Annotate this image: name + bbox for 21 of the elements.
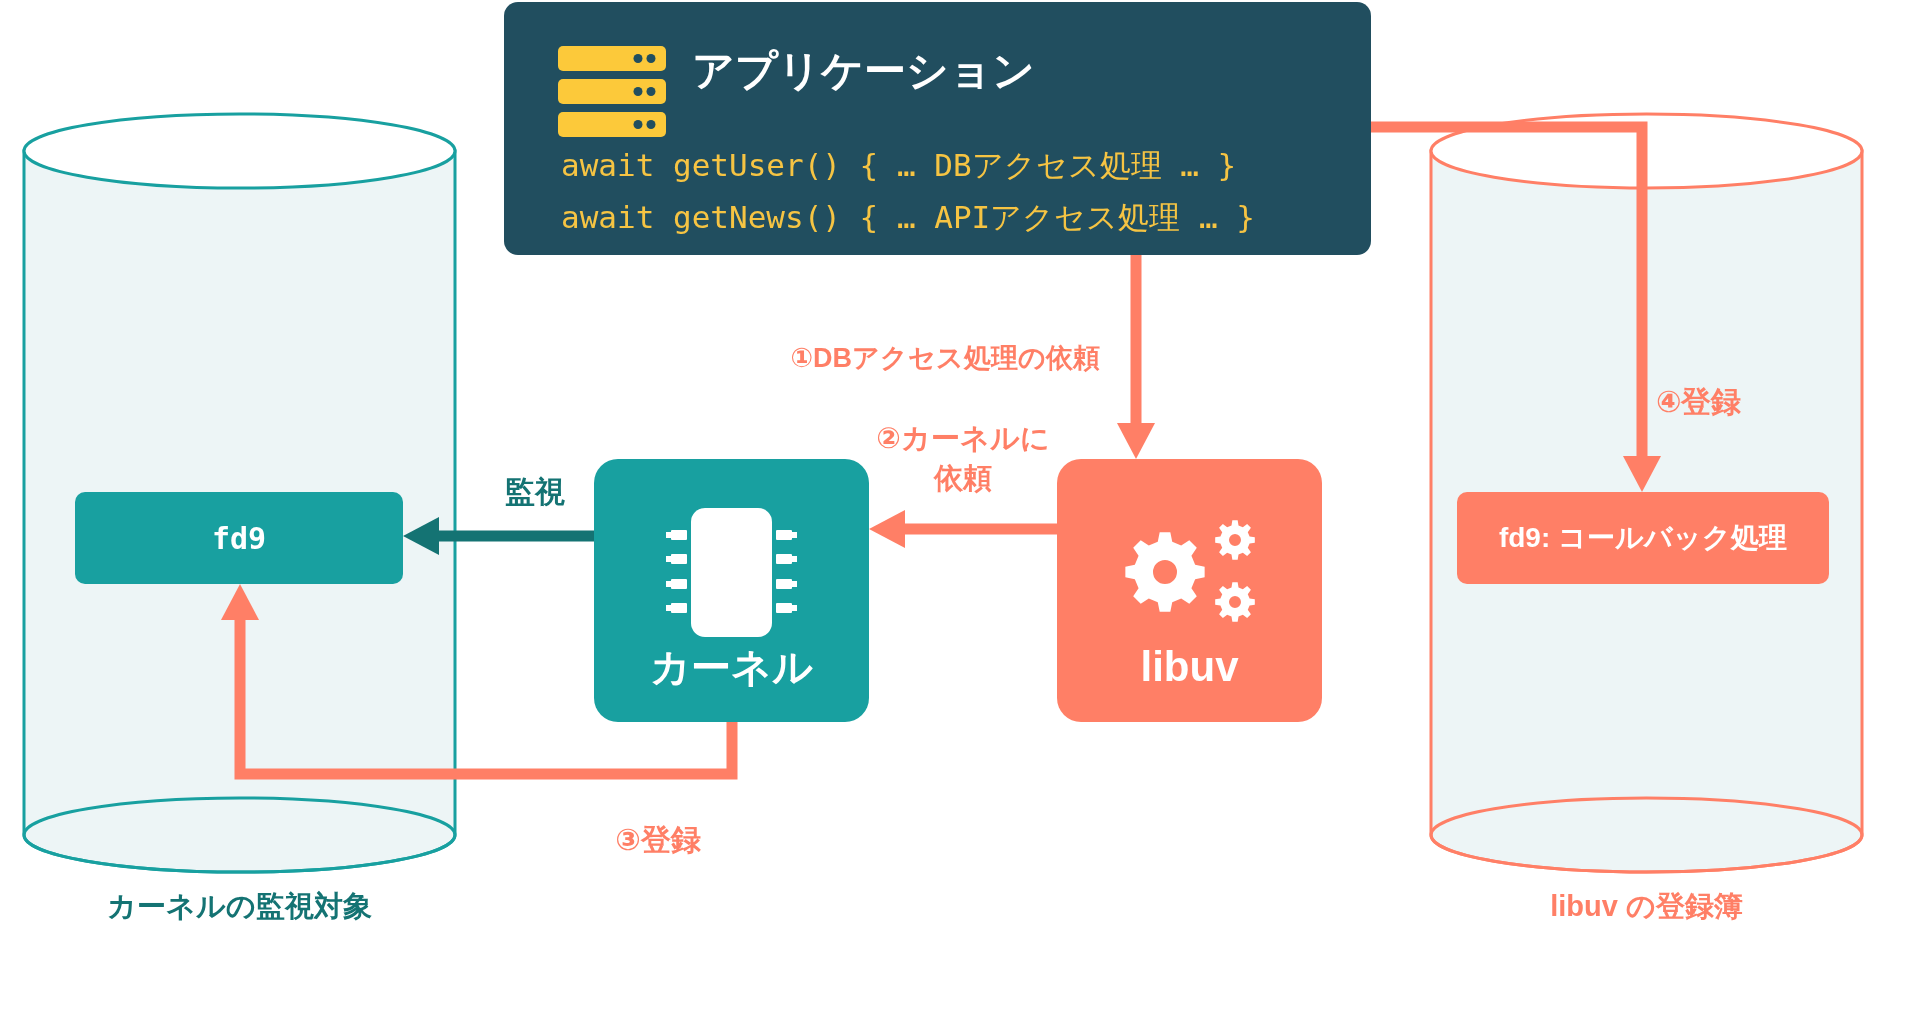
panel-title: アプリケーション xyxy=(692,46,1035,96)
edge-label: ②カーネルに依頼 xyxy=(875,421,1051,496)
component-tile xyxy=(594,459,869,722)
edge-label: ③登録 xyxy=(615,822,701,858)
cylinder-caption: libuv の登録簿 xyxy=(1550,889,1743,924)
edge-label: 監視 xyxy=(505,474,565,510)
arrow xyxy=(403,517,594,555)
application-panel xyxy=(504,2,1371,255)
tile-label: カーネル xyxy=(650,644,813,691)
table-entry: fd9 xyxy=(75,492,403,584)
tile-label: libuv xyxy=(1140,643,1239,691)
arrow xyxy=(1117,255,1155,459)
edge-label: ④登録 xyxy=(1656,384,1742,420)
component-tile xyxy=(1057,459,1322,722)
table-entry: fd9: コールバック処理 xyxy=(1457,492,1829,584)
code-line: await getNews() { … APIアクセス処理 … } xyxy=(561,198,1255,237)
arrow xyxy=(869,510,1057,548)
edge-label: ①DBアクセス処理の依頼 xyxy=(790,342,1100,375)
cylinder-caption: カーネルの監視対象 xyxy=(107,889,372,924)
code-line: await getUser() { … DBアクセス処理 … } xyxy=(561,146,1237,185)
arrow xyxy=(1371,121,1661,492)
